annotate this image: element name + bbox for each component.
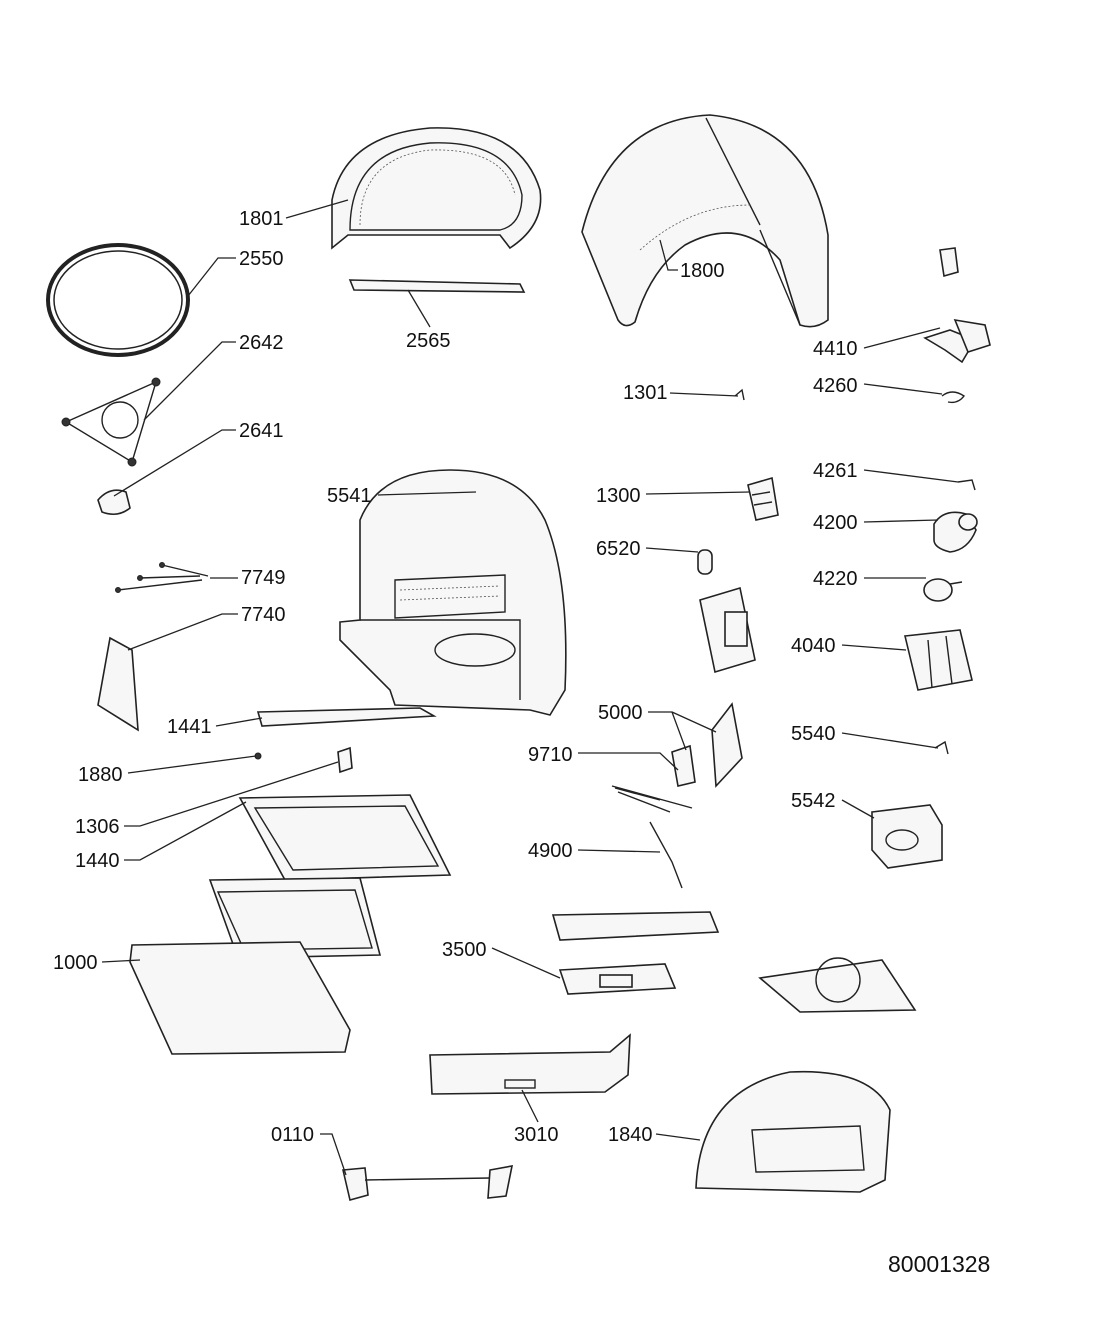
label-6520: 6520 — [596, 538, 641, 560]
part-6520-drawing — [697, 549, 713, 575]
part-4410-drawing — [923, 247, 991, 364]
part-7740-drawing — [97, 636, 139, 732]
label-4040: 4040 — [791, 635, 836, 657]
label-2565: 2565 — [406, 330, 451, 352]
part-2642-drawing — [61, 377, 161, 467]
part-3010-drawing — [429, 1033, 631, 1095]
label-4220: 4220 — [813, 568, 858, 590]
part-3500-drawing — [558, 963, 677, 995]
part-1840-drawing — [695, 1070, 891, 1193]
label-2641: 2641 — [239, 420, 284, 442]
label-4200: 4200 — [813, 512, 858, 534]
leader-lines — [101, 199, 959, 1176]
label-4900: 4900 — [528, 840, 573, 862]
part-cavity-drawing — [339, 469, 567, 716]
label-1801: 1801 — [239, 208, 284, 230]
part-2641-drawing — [97, 489, 131, 516]
part-strip-drawing — [551, 911, 720, 941]
part-1306-drawing — [337, 746, 353, 774]
part-1000-drawing — [129, 877, 382, 1055]
label-1440: 1440 — [75, 850, 120, 872]
label-1306: 1306 — [75, 816, 120, 838]
part-1800-drawing — [581, 114, 829, 328]
label-2642: 2642 — [239, 332, 284, 354]
label-3010: 3010 — [514, 1124, 559, 1146]
label-7749: 7749 — [241, 567, 286, 589]
label-4260: 4260 — [813, 375, 858, 397]
label-1441: 1441 — [167, 716, 212, 738]
label-2550: 2550 — [239, 248, 284, 270]
part-5000-drawing — [611, 702, 743, 813]
label-1301: 1301 — [623, 382, 668, 404]
label-1800: 1800 — [680, 260, 725, 282]
part-5542-drawing — [871, 804, 943, 869]
label-1300: 1300 — [596, 485, 641, 507]
label-7740: 7740 — [241, 604, 286, 626]
label-4261: 4261 — [813, 460, 858, 482]
part-0110-drawing — [342, 1165, 514, 1201]
part-1801-drawing — [331, 127, 542, 250]
label-5541: 5541 — [327, 485, 372, 507]
part-4900-drawing — [649, 821, 683, 889]
label-0110: 0110 — [271, 1124, 314, 1146]
part-2565-drawing — [348, 279, 526, 293]
part-4200-drawing — [933, 511, 978, 553]
part-4040-drawing — [904, 629, 973, 691]
part-4220-drawing — [923, 578, 963, 602]
part-4261-drawing — [957, 479, 976, 491]
label-1840: 1840 — [608, 1124, 653, 1146]
label-9710: 9710 — [528, 744, 573, 766]
part-1300-drawing — [747, 476, 779, 521]
label-4410: 4410 — [813, 338, 858, 360]
part-1440-drawing — [238, 794, 452, 881]
part-1301-drawing — [734, 388, 745, 401]
label-3500: 3500 — [442, 939, 487, 961]
part-7749-drawing — [115, 562, 209, 593]
part-2550-drawing — [46, 243, 190, 357]
label-5000: 5000 — [598, 702, 643, 724]
part-bracket-drawing — [758, 957, 917, 1013]
label-1880: 1880 — [78, 764, 123, 786]
part-1441-drawing — [256, 707, 437, 727]
label-5542: 5542 — [791, 790, 836, 812]
part-board-drawing — [699, 586, 756, 674]
part-4260-drawing — [941, 391, 966, 404]
part-5540-drawing — [934, 740, 949, 755]
document-number: 80001328 — [888, 1251, 990, 1277]
label-5540: 5540 — [791, 723, 836, 745]
label-1000: 1000 — [53, 952, 98, 974]
